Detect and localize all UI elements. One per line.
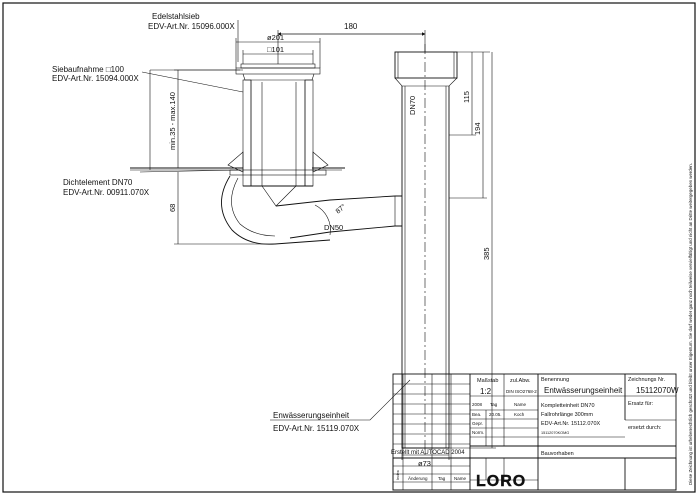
massstab-value: 1:2 — [480, 387, 492, 396]
desc-line-4: 15112070KOMG — [541, 431, 569, 435]
benennung-value: Entwässerungseinheit — [544, 386, 623, 395]
desc-line-3: EDV-Art.Nr. 15112.070X — [541, 421, 601, 427]
year: 2008 — [472, 402, 483, 407]
dim-101: □101 — [267, 45, 284, 54]
label-dichtelement-art: EDV-Art.Nr. 00911.070X — [63, 188, 150, 197]
zeichnung-value: 15112070W — [636, 386, 679, 395]
copyright-note: Diese Zeichnung ist urheberrechtlich ges… — [688, 163, 693, 485]
zeichnung-label: Zeichnungs Nr. — [628, 377, 665, 383]
dim-115: 115 — [462, 91, 471, 103]
benennung-label: Benennung — [541, 377, 569, 383]
created-note: Erstellt mit AUTOCAD 2004 — [391, 450, 465, 456]
zul-abw-value: DIN ISO2768-2 — [506, 389, 537, 394]
zul-abw-label: zul.Abw. — [510, 378, 531, 384]
tag-label: Tag — [490, 402, 498, 407]
tag2-label: Tag — [438, 476, 446, 481]
drain-drawing — [130, 20, 496, 460]
label-entwaesserung: Enwässerungseinheit — [273, 411, 350, 420]
dim-range: min.35 - max.140 — [168, 92, 177, 150]
dim-73: ø73 — [418, 459, 431, 468]
aenderung-label: Änderung — [408, 475, 428, 481]
label-entwaesserung-art: EDV-Art.Nr. 15119.070X — [273, 424, 360, 433]
desc-line-1: Kompletteinheit DN70 — [541, 403, 595, 409]
name-label: Name — [514, 402, 527, 407]
label-siebaufnahme-art: EDV-Art.Nr. 15094.000X — [52, 74, 139, 83]
label-dichtelement: Dichtelement DN70 — [63, 178, 133, 187]
dim-180: 180 — [344, 22, 358, 31]
label-dn70: DN70 — [408, 96, 417, 115]
dim-194: 194 — [473, 122, 482, 135]
label-edelstahlsieb-art: EDV-Art.Nr. 15096.000X — [148, 22, 235, 31]
norm-label: Norm. — [472, 430, 484, 435]
name2-label: Name — [454, 476, 467, 481]
ersatz-fuer: Ersatz für: — [628, 401, 654, 407]
label-edelstahlsieb: Edelstahlsieb — [152, 12, 200, 21]
bea-tag: 20.05. — [489, 412, 502, 417]
gepr-label: Gepr. — [472, 421, 483, 426]
dim-201: ø201 — [267, 33, 284, 42]
desc-line-2: Fallrohrlänge 300mm — [541, 412, 593, 418]
massstab-label: Maßstab — [477, 378, 498, 384]
bea-name: Koch — [514, 412, 525, 417]
dim-68: 68 — [168, 204, 177, 212]
index-label: Index — [395, 470, 400, 480]
title-header-block — [392, 373, 677, 459]
label-siebaufnahme: Siebaufnahme □100 — [52, 65, 125, 74]
bauvorhaben: Bauvorhaben — [541, 451, 574, 457]
label-dn50: DN50 — [324, 223, 343, 232]
bea-label: Bea. — [472, 412, 481, 417]
loro-logo: LORO — [476, 473, 526, 490]
ersetzt-durch: ersetzt durch: — [628, 425, 662, 431]
title-table — [392, 457, 677, 491]
label-angle: 87° — [334, 202, 347, 215]
dim-385: 385 — [482, 247, 491, 260]
title-block: Erstellt mit AUTOCAD 2004 — [391, 450, 677, 491]
